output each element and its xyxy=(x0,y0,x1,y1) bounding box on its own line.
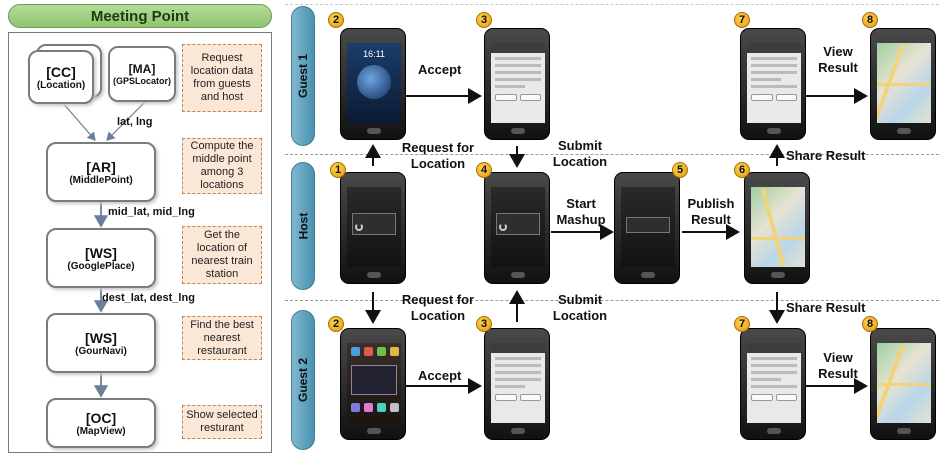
phone-guest2-step8 xyxy=(870,328,936,440)
note-show-restaurant: Show selected resturant xyxy=(182,405,262,439)
lane-divider xyxy=(285,154,939,155)
edge-label-mid: mid_lat, mid_lng xyxy=(108,206,195,218)
note-best-restaurant: Find the best nearest restaurant xyxy=(182,316,262,360)
oc-mapview-node: [OC] (MapView) xyxy=(46,398,156,448)
map-result-screen xyxy=(751,187,805,267)
phone-host-step4 xyxy=(484,172,550,284)
step-badge: 8 xyxy=(862,316,878,332)
ar-middlepoint-node: [AR] (MiddlePoint) xyxy=(46,142,156,202)
executing-screen xyxy=(621,187,675,267)
note-request-location: Request location data from guests and ho… xyxy=(182,44,262,112)
label-share-result: Share Result xyxy=(786,300,866,315)
lock-screen: 16:11 xyxy=(347,43,401,123)
edge-label-lat-lng: lat, lng xyxy=(117,116,153,128)
edge-ma-ar xyxy=(106,101,146,141)
meeting-point-panel xyxy=(8,32,272,453)
map-result-screen xyxy=(877,343,931,423)
lane-divider xyxy=(285,300,939,301)
label-view-result: View Result xyxy=(818,350,858,381)
node-abbr: [OC] xyxy=(85,409,117,426)
phone-host-step1 xyxy=(340,172,406,284)
node-name: (GPSLocator) xyxy=(112,76,171,86)
mashup-progress-screen xyxy=(347,187,401,267)
node-name: (MiddlePoint) xyxy=(69,174,133,186)
label-publish-result: Publish Result xyxy=(687,196,735,227)
step-badge: 6 xyxy=(734,162,750,178)
phone-host-step5 xyxy=(614,172,680,284)
coordination-form-screen xyxy=(491,43,545,123)
phone-guest1-step7 xyxy=(740,28,806,140)
phone-guest2-step2 xyxy=(340,328,406,440)
ma-gpslocator-node: [MA] (GPSLocator) xyxy=(108,46,176,102)
label-accept: Accept xyxy=(418,368,462,383)
step-badge: 7 xyxy=(734,316,750,332)
step-badge: 1 xyxy=(330,162,346,178)
label-share-result: Share Result xyxy=(786,148,866,163)
node-name: (MapView) xyxy=(76,425,126,437)
phone-host-step6 xyxy=(744,172,810,284)
phone-guest1-step2: 16:11 xyxy=(340,28,406,140)
step-badge: 3 xyxy=(476,316,492,332)
step-badge: 2 xyxy=(328,12,344,28)
step-badge: 8 xyxy=(862,12,878,28)
lane-guest1: Guest 1 xyxy=(291,6,315,146)
step-badge: 5 xyxy=(672,162,688,178)
note-compute-middle: Compute the middle point among 3 locatio… xyxy=(182,138,262,194)
cc-location-node: [CC] (Location) xyxy=(28,50,94,104)
label-request-location: Request for Location xyxy=(401,140,475,171)
lane-host: Host xyxy=(291,162,315,290)
node-abbr: [AR] xyxy=(86,158,116,175)
lane-guest2: Guest 2 xyxy=(291,310,315,450)
step-badge: 3 xyxy=(476,12,492,28)
step-badge: 7 xyxy=(734,12,750,28)
phone-guest2-step3 xyxy=(484,328,550,440)
lane-divider xyxy=(285,4,939,5)
label-submit-location: Submit Location xyxy=(552,138,608,169)
node-name: (GooglePlace) xyxy=(67,260,135,272)
meeting-point-title: Meeting Point xyxy=(8,4,272,28)
coordination-form-screen xyxy=(747,343,801,423)
node-abbr: [CC] xyxy=(46,63,76,80)
edge-cc-ar xyxy=(61,101,96,141)
label-accept: Accept xyxy=(418,62,462,77)
note-nearest-station: Get the location of nearest train statio… xyxy=(182,226,262,284)
node-abbr: [WS] xyxy=(85,244,117,261)
map-result-screen xyxy=(877,43,931,123)
label-start-mashup: Start Mashup xyxy=(556,196,606,227)
label-view-result: View Result xyxy=(818,44,858,75)
node-abbr: [WS] xyxy=(85,329,117,346)
edge-label-dest: dest_lat, dest_lng xyxy=(102,292,195,304)
coordination-form-screen xyxy=(747,43,801,123)
node-name: (Location) xyxy=(36,79,86,91)
ws-googleplace-node: [WS] (GooglePlace) xyxy=(46,228,156,288)
flow-connectors xyxy=(61,101,146,398)
ws-gournavi-node: [WS] (GourNavi) xyxy=(46,313,156,373)
ios-home-screen xyxy=(347,343,401,423)
phone-guest2-step7 xyxy=(740,328,806,440)
phone-guest1-step8 xyxy=(870,28,936,140)
node-abbr: [MA] xyxy=(128,62,156,76)
coordination-form-screen xyxy=(491,343,545,423)
phone-guest1-step3 xyxy=(484,28,550,140)
step-badge: 2 xyxy=(328,316,344,332)
node-name: (GourNavi) xyxy=(75,345,127,357)
label-request-location: Request for Location xyxy=(401,292,475,323)
label-submit-location: Submit Location xyxy=(552,292,608,323)
mashup-progress-screen xyxy=(491,187,545,267)
step-badge: 4 xyxy=(476,162,492,178)
